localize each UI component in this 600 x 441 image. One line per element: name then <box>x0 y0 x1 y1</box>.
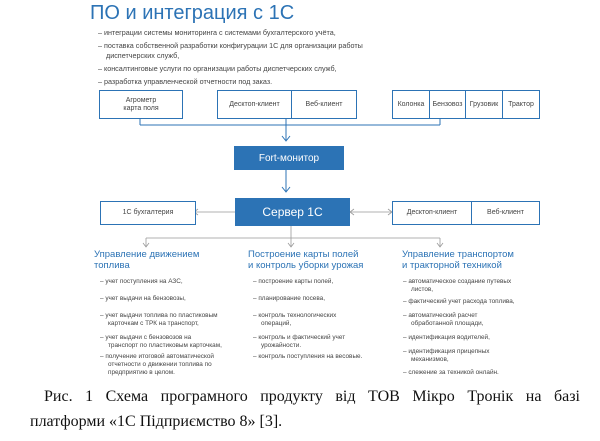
list-item: – автоматическое создание путевых <box>403 278 512 285</box>
traktor-cell: Трактор <box>502 91 539 118</box>
service-item: – интеграции системы мониторинга с систе… <box>98 28 336 37</box>
list-item: – учет выдачи топлива по пластиковым <box>100 312 218 319</box>
field-map-heading: Построение карты полей и контроль уборки… <box>248 249 363 271</box>
right-clients-box: Десктоп-клиент Веб-клиент <box>392 201 540 225</box>
service-item: – консалтинговые услуги по организации р… <box>98 64 337 73</box>
list-item: – контроль технологических <box>253 312 337 319</box>
list-item: предприятию в целом. <box>108 369 175 376</box>
fuel-management-heading: Управление движением топлива <box>94 249 199 271</box>
list-item: – идентификация водителей, <box>403 334 490 341</box>
heading-line: Построение карты полей <box>248 249 359 260</box>
list-item: – идентификация прицепных <box>403 348 490 355</box>
list-item: – учет выдачи на бензовозы, <box>100 295 186 302</box>
list-item: листов, <box>411 286 434 293</box>
figure-caption-line-1: Рис. 1 Схема програмного продукту від ТО… <box>44 388 580 405</box>
list-item: – учет выдачи с бензовозов на <box>100 334 192 341</box>
list-item: транспорт по пластиковым карточкам, <box>108 342 222 349</box>
list-item: урожайности. <box>261 342 302 349</box>
list-item: – получение итоговой автоматической <box>100 353 214 360</box>
list-item: обработанной площади, <box>411 320 484 327</box>
list-item: – слежение за техникой онлайн. <box>403 369 499 376</box>
heading-line: Управление транспортом <box>402 249 514 260</box>
agrometer-label: Агрометр <box>125 96 157 104</box>
list-item: – планирование посева, <box>253 295 326 302</box>
heading-line: и контроль уборки урожая <box>248 260 364 271</box>
field-map-label: карта поля <box>123 104 159 112</box>
desktop-client-cell: Десктоп-клиент <box>406 209 458 216</box>
list-item: отчетности о движении топлива по <box>108 361 212 368</box>
desktop-client-cell: Десктоп-клиент <box>229 100 280 108</box>
agrometer-box: Агрометр карта поля <box>99 90 183 119</box>
gruzovik-cell: Грузовик <box>465 91 502 118</box>
heading-line: Управление движением <box>94 249 200 260</box>
list-item: механизмов, <box>411 356 449 363</box>
service-item: – поставка собственной разработки конфиг… <box>98 41 363 50</box>
list-item: карточкам с ТРК на транспорт, <box>108 320 199 327</box>
clients-box: Десктоп-клиент Веб-клиент <box>217 90 357 119</box>
equipment-box: Колонка Бензовоз Грузовик Трактор <box>392 90 540 119</box>
list-item: операций, <box>261 320 292 327</box>
list-item: – учет поступления на АЗС, <box>100 278 183 285</box>
web-client-cell: Веб-клиент <box>471 202 539 224</box>
server-1c-box: Сервер 1С <box>235 198 350 226</box>
service-item: – разработка управленческой отчетности п… <box>98 77 273 86</box>
accounting-1c-box: 1С бухгалтерия <box>100 201 196 225</box>
service-item-continuation: диспетчерских служб, <box>106 51 180 60</box>
kolonka-cell: Колонка <box>397 100 425 108</box>
heading-line: топлива <box>94 260 130 271</box>
list-item: – фактический учет расхода топлива, <box>403 298 515 305</box>
heading-line: и тракторной техникой <box>402 260 502 271</box>
diagram-title: ПО и интеграция с 1С <box>90 2 295 24</box>
web-client-cell: Веб-клиент <box>291 91 356 118</box>
list-item: – контроль поступления на весовые. <box>253 353 363 360</box>
figure-caption-line-2: платформи «1С Підприємство 8» [3]. <box>30 413 283 430</box>
list-item: – построение карты полей, <box>253 278 334 285</box>
transport-management-heading: Управление транспортом и тракторной техн… <box>402 249 514 271</box>
list-item: – автоматический расчет <box>403 312 478 319</box>
list-item: – контроль и фактический учет <box>253 334 346 341</box>
benzovoz-cell: Бензовоз <box>429 91 465 118</box>
fort-monitor-box: Fort-монитор <box>234 146 344 170</box>
